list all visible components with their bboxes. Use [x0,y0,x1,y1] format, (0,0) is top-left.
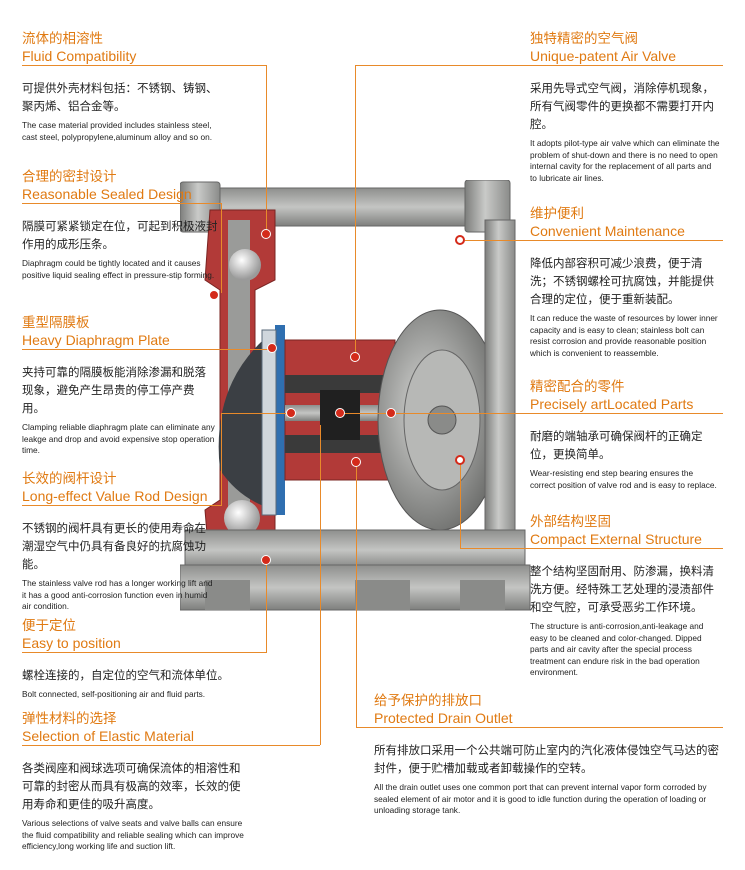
leader-elastic-v [320,425,321,745]
feature-drain: 给予保护的排放口 Protected Drain Outlet 所有排放口采用一… [374,693,719,817]
feature-desc-en: Wear-resisting end step bearing ensures … [530,468,717,490]
feature-desc-cn: 整个结构坚固耐用、防渗漏，换料清洗方便。经特殊工艺处理的浸渍部件和空气腔，可承受… [530,564,714,614]
leader-compact [460,548,723,549]
marker-airvalve [350,352,360,362]
feature-desc-en: The case material provided includes stai… [22,120,213,142]
feature-desc-en: Diaphragm could be tightly located and i… [22,258,215,280]
leader-airvalve-v [355,65,356,357]
feature-diaphragm: 重型隔膜板 Heavy Diaphragm Plate 夹持可靠的隔膜板能消除渗… [22,315,217,457]
leader-rod-h2 [221,413,291,414]
feature-desc-cn: 螺栓连接的，自定位的空气和流体单位。 [22,668,229,682]
leader-position-v [266,560,267,652]
feature-desc-en: The structure is anti-corrosion,anti-lea… [530,621,704,677]
feature-desc-en: It adopts pilot-type air valve which can… [530,138,720,183]
feature-title-cn: 重型隔膜板 [22,315,90,331]
feature-title-cn: 长效的阀杆设计 [22,471,117,487]
feature-desc-en: Various selections of valve seats and va… [22,818,244,851]
feature-title-en: Reasonable Sealed Design [22,186,192,202]
feature-precise: 精密配合的零件 Precisely artLocated Parts 耐磨的端轴… [530,379,720,491]
feature-position: 便于定位 Easy to position 螺栓连接的，自定位的空气和流体单位。… [22,618,262,701]
leader-sealed [22,203,222,204]
feature-maintenance: 维护便利 Convenient Maintenance 降低内部容积可减少浪费，… [530,206,720,359]
marker-rod [286,408,296,418]
leader-drain-v [356,463,357,727]
feature-title-en: Long-effect Value Rod Design [22,488,208,504]
marker-fluid [261,229,271,239]
feature-title-en: Convenient Maintenance [530,223,685,239]
leader-rod-v [221,413,222,505]
marker-sealed [209,290,219,300]
feature-desc-cn: 降低内部容积可减少浪费，便于清洗；不锈钢螺栓可抗腐蚀，并能提供合理的定位，便于重… [530,256,714,306]
feature-elastic: 弹性材料的选择 Selection of Elastic Material 各类… [22,711,247,853]
feature-desc-cn: 采用先导式空气阀，消除停机现象，所有气阀零件的更换都不需要打开内腔。 [530,81,714,131]
feature-title-en: Selection of Elastic Material [22,728,194,744]
marker-extra [386,408,396,418]
leader-rod [22,505,222,506]
leader-position [22,652,267,653]
marker-drain [351,457,361,467]
feature-sealed: 合理的密封设计 Reasonable Sealed Design 隔膜可紧紧锁定… [22,169,222,281]
feature-title-en: Heavy Diaphragm Plate [22,332,170,348]
feature-title-cn: 便于定位 [22,618,76,634]
feature-desc-cn: 不锈钢的阀杆具有更长的使用寿命在潮湿空气中仍具有备良好的抗腐蚀功能。 [22,521,206,571]
marker-precise [335,408,345,418]
feature-desc-cn: 所有排放口采用一个公共端可防止室内的汽化液体侵蚀空气马达的密封件，便于贮槽加载或… [374,743,719,775]
feature-airvalve: 独特精密的空气阀 Unique-patent Air Valve 采用先导式空气… [530,31,720,184]
feature-title-cn: 给予保护的排放口 [374,693,482,709]
leader-maintenance [465,240,723,241]
feature-fluid: 流体的相溶性 Fluid Compatibility 可提供外壳材料包括：不锈钢… [22,31,222,143]
leader-precise [340,413,723,414]
leader-airvalve [355,65,723,66]
feature-title-cn: 弹性材料的选择 [22,711,117,727]
feature-rod: 长效的阀杆设计 Long-effect Value Rod Design 不锈钢… [22,471,217,613]
leader-fluid-v [266,65,267,237]
feature-title-en: Precisely artLocated Parts [530,396,694,412]
feature-desc-en: It can reduce the waste of resources by … [530,313,718,358]
feature-title-en: Compact External Structure [530,531,702,547]
feature-title-cn: 流体的相溶性 [22,31,103,47]
leader-diaphragm [22,349,272,350]
leader-compact-v [460,460,461,548]
marker-compact [455,455,465,465]
feature-desc-en: The stainless valve rod has a longer wor… [22,578,213,611]
feature-title-en: Unique-patent Air Valve [530,48,677,64]
feature-title-cn: 精密配合的零件 [530,379,625,395]
leader-fluid [22,65,267,66]
feature-title-cn: 独特精密的空气阀 [530,31,638,47]
feature-title-en: Protected Drain Outlet [374,710,513,726]
feature-compact: 外部结构坚固 Compact External Structure 整个结构坚固… [530,514,720,679]
leader-sealed-v [221,203,222,293]
feature-desc-cn: 夹持可靠的隔膜板能消除渗漏和脱落现象，避免产生昂贵的停工停产费用。 [22,365,206,415]
feature-title-en: Fluid Compatibility [22,48,137,64]
feature-desc-en: Clamping reliable diaphragm plate can el… [22,422,215,455]
feature-desc-cn: 可提供外壳材料包括：不锈钢、铸钢、聚丙烯、铝合金等。 [22,81,218,113]
feature-desc-cn: 隔膜可紧紧锁定在位，可起到积极液封作用的成形压条。 [22,219,218,251]
feature-title-cn: 合理的密封设计 [22,169,117,185]
feature-title-en: Easy to position [22,635,121,651]
feature-desc-en: Bolt connected, self-positioning air and… [22,689,206,699]
marker-position [261,555,271,565]
pump-cutaway-illustration [180,180,531,611]
marker-diaphragm [267,343,277,353]
leader-drain [356,727,723,728]
marker-maintenance [455,235,465,245]
feature-desc-en: All the drain outlet uses one common por… [374,782,707,815]
feature-title-cn: 外部结构坚固 [530,514,611,530]
feature-desc-cn: 耐磨的端轴承可确保阀杆的正确定位，更换简单。 [530,429,703,461]
feature-desc-cn: 各类阀座和阀球选项可确保流体的相溶性和可靠的封密从而具有极高的效率，长效的使用寿… [22,761,241,811]
leader-elastic [22,745,320,746]
feature-title-cn: 维护便利 [530,206,584,222]
